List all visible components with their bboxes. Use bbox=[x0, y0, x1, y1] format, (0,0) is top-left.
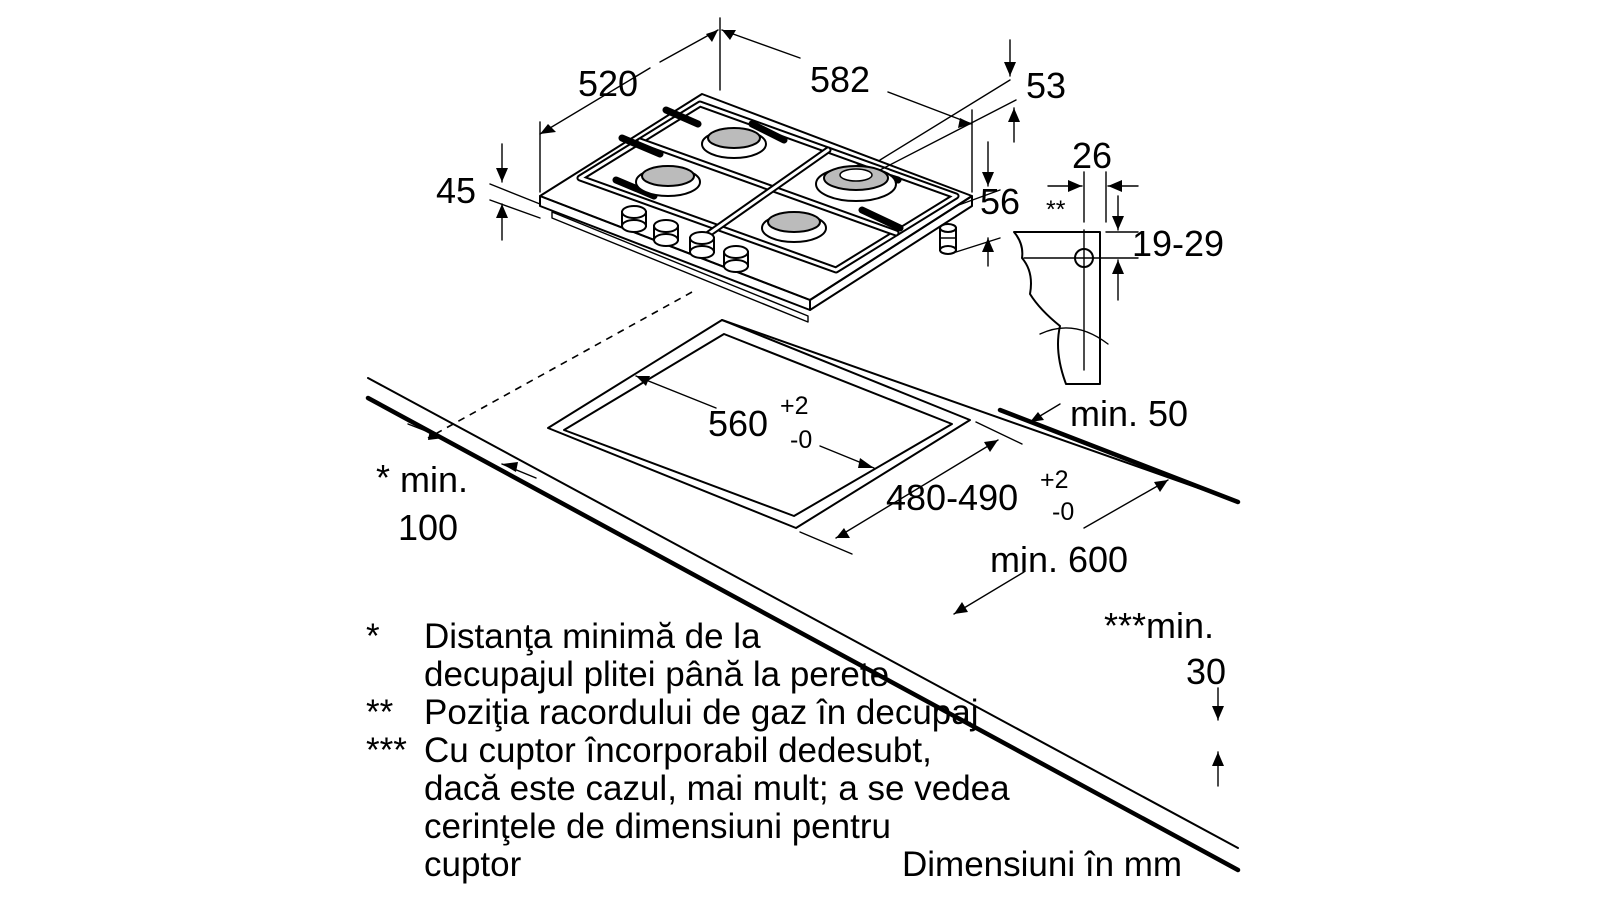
footnote-2-line-1: Poziţia racordului de gaz în decupaj bbox=[424, 693, 979, 732]
dim-connector-offset-label: 26 bbox=[1072, 135, 1112, 176]
dim-cutout-width-sup: +2 bbox=[780, 392, 809, 420]
burner-front-right bbox=[761, 211, 827, 243]
dimension-labels: 520 582 53 45 56 26 ** 19-29 560 +2 -0 4… bbox=[376, 59, 1226, 692]
dim-width-label: 582 bbox=[810, 59, 870, 100]
footnote-1-line-2: decupajul plitei până la perete bbox=[424, 655, 890, 694]
dim-min-front-star: * bbox=[376, 457, 390, 498]
gas-connector-stub bbox=[939, 223, 957, 255]
dim-min-front-label-2: 100 bbox=[398, 507, 458, 548]
cutout-dimension-lines bbox=[407, 375, 1224, 787]
burner-front-left bbox=[635, 165, 701, 197]
gas-connector-detail bbox=[1013, 171, 1139, 385]
dim-min-back-label: min. 50 bbox=[1070, 393, 1188, 434]
footnote-3-line-4: cuptor bbox=[424, 845, 522, 884]
dim-side-height-label: 56 bbox=[980, 181, 1020, 222]
countertop bbox=[365, 319, 1241, 873]
units-note: Dimensiuni în mm bbox=[902, 845, 1183, 884]
hob-illustration bbox=[539, 93, 973, 323]
footnote-3-line-2: dacă este cazul, mai mult; a se vedea bbox=[424, 769, 1010, 808]
footnote-3-line-3: cerinţele de dimensiuni pentru bbox=[424, 807, 891, 846]
dim-cutout-depth-sub: -0 bbox=[1052, 498, 1074, 526]
dim-cutout-depth-label: 480-490 bbox=[886, 477, 1018, 518]
control-knobs bbox=[621, 205, 749, 273]
footnote-3-line-1: Cu cuptor încorporabil dedesubt, bbox=[424, 731, 932, 770]
dim-cutout-width-sub: -0 bbox=[790, 426, 812, 454]
dim-depth-label: 520 bbox=[578, 63, 638, 104]
dim-body-height-label: 45 bbox=[436, 170, 476, 211]
burner-rear-right bbox=[815, 165, 897, 202]
hob-dimension-lines bbox=[489, 17, 1020, 267]
footnote-1-marker: * bbox=[366, 617, 380, 656]
dim-min-depth-label: min. 600 bbox=[990, 539, 1128, 580]
dim-connector-height-label: 19-29 bbox=[1132, 223, 1224, 264]
footnote-3-marker: *** bbox=[366, 731, 407, 770]
burner-rear-left bbox=[701, 127, 767, 159]
footnote-2-marker: ** bbox=[366, 693, 394, 732]
dim-min-below-label-2: 30 bbox=[1186, 651, 1226, 692]
footnote-1-line-1: Distanţa minimă de la bbox=[424, 617, 761, 656]
connector-position-marker: ** bbox=[1046, 196, 1066, 224]
dim-right-height-label: 53 bbox=[1026, 65, 1066, 106]
dim-cutout-depth-sup: +2 bbox=[1040, 466, 1069, 494]
dim-min-below-label-1: ***min. bbox=[1104, 605, 1214, 646]
dim-cutout-width-label: 560 bbox=[708, 403, 768, 444]
dim-min-front-label-1: min. bbox=[400, 459, 468, 500]
cutout-outline bbox=[427, 291, 971, 529]
